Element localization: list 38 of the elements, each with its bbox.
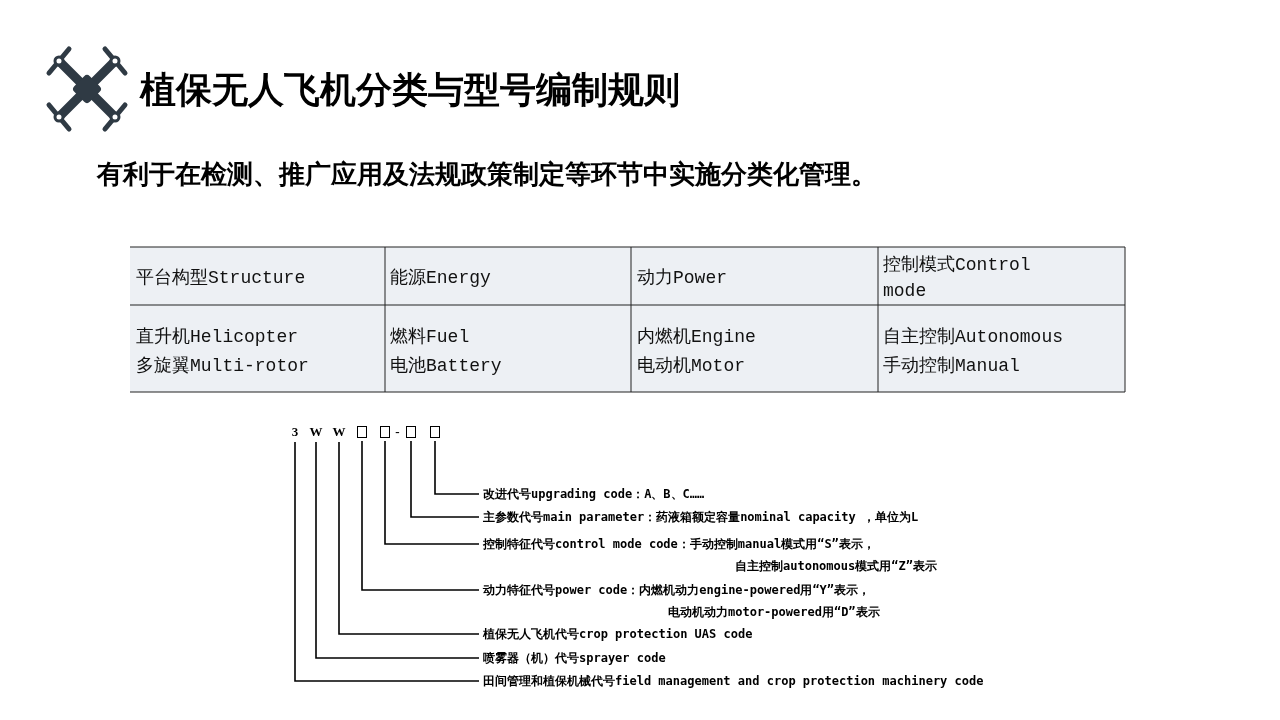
empty-code-box — [406, 426, 416, 438]
code-description: 主参数代号main parameter：药液箱额定容量nominal capacity ，单位为L — [483, 506, 919, 528]
table-header-cell-text: 动力Power — [637, 267, 728, 290]
title: 植保无人飞机分类与型号编制规则 — [140, 68, 680, 112]
table-cell-text: 电动机Motor — [637, 355, 746, 378]
code-description: 植保无人飞机代号crop protection UAS code — [483, 623, 753, 645]
table-cell-text: 内燃机Engine — [637, 326, 757, 349]
table-header-cell-text: 控制模式Control mode — [883, 254, 1032, 303]
code-description: 电动机动力motor-powered用“D”表示 — [668, 604, 880, 621]
leader-line — [315, 441, 480, 659]
code-description: 田间管理和植保机械代号field management and crop protection machinery code — [483, 670, 984, 692]
leader-line — [410, 440, 480, 518]
code-description: 喷雾器（机）代号sprayer code — [483, 647, 666, 669]
leader-line — [361, 440, 480, 591]
empty-code-box — [430, 426, 440, 438]
code-description: 改进代号upgrading code：A、B、C…… — [483, 483, 705, 505]
code-description: 动力特征代号power code：内燃机动力engine-powered用“Y”表示， — [483, 582, 871, 599]
leader-line — [434, 440, 480, 495]
table-cell-text: 手动控制Manual — [883, 355, 1021, 378]
code-description: 控制特征代号control mode code：手动控制manual模式用“S”表示， — [483, 536, 875, 553]
table-header-cell-text: 平台构型Structure — [136, 267, 307, 290]
code-description: 自主控制autonomous模式用“Z”表示 — [735, 558, 937, 575]
hyphen: - — [394, 424, 401, 439]
table-cell-text: 燃料Fuel — [390, 326, 471, 349]
leader-line — [338, 441, 480, 635]
table-cell-text: 直升机Helicopter — [136, 326, 300, 349]
table-cell-text: 自主控制Autonomous — [883, 326, 1065, 349]
empty-code-box — [380, 426, 390, 438]
leader-line — [294, 441, 480, 682]
leader-line — [384, 440, 480, 545]
code-character: W — [332, 424, 346, 439]
table-header-cell-text: 能源Energy — [390, 267, 492, 290]
code-character: W — [309, 424, 323, 439]
empty-code-box — [357, 426, 367, 438]
code-character: 3 — [290, 424, 300, 439]
table-cell-text: 多旋翼Multi-rotor — [136, 355, 310, 378]
subtitle: 有利于在检测、推广应用及法规政策制定等环节中实施分类化管理。 — [97, 158, 877, 191]
table-cell-text: 电池Battery — [390, 355, 503, 378]
